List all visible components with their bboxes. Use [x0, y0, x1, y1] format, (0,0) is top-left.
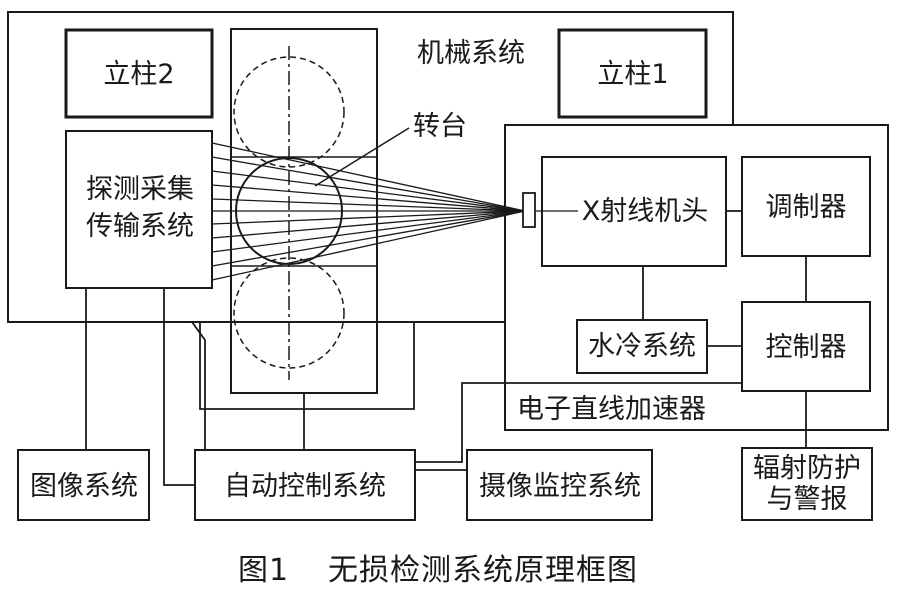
turntable-upper-position — [233, 56, 345, 168]
modulator-label: 调制器 — [766, 192, 847, 223]
camera-monitor-system-label: 摄像监控系统 — [479, 471, 641, 502]
mechanical-to-auto-control-line — [180, 321, 206, 450]
figure-caption-title: 无损检测系统原理框图 — [328, 553, 638, 588]
linac-label: 电子直线加速器 — [517, 394, 706, 425]
xray-collimator — [522, 192, 536, 228]
turntable-leader-line — [314, 127, 410, 187]
detector-to-auto-control-line — [163, 288, 195, 486]
radiation-protection-box — [741, 447, 873, 521]
radiation-label-line1: 辐射防护 — [753, 453, 861, 484]
auto-control-system-label: 自动控制系统 — [224, 471, 386, 502]
water-cooling-label: 水冷系统 — [588, 331, 696, 362]
detector-label-line1: 探测采集 — [86, 174, 194, 205]
detector-transmission-box — [65, 130, 213, 289]
image-system-label: 图像系统 — [30, 471, 138, 502]
connection-lines — [85, 210, 807, 486]
image-system-box — [17, 449, 150, 521]
pillar-1-box — [557, 28, 708, 119]
figure-caption-number: 图1 — [238, 553, 289, 588]
xray-head-label: X射线机头 — [582, 196, 709, 227]
turntable-to-auto-control-line — [199, 322, 415, 410]
mechanical-system-label: 机械系统 — [417, 38, 525, 69]
pillar-2-label: 立柱2 — [103, 59, 174, 90]
turntable-label: 转台 — [413, 111, 467, 142]
radiation-label-line2: 与警报 — [767, 484, 848, 515]
camera-monitor-system-box — [466, 449, 653, 521]
controller-label: 控制器 — [766, 332, 847, 363]
pillar-2-box — [64, 28, 214, 119]
auto-control-to-controller-line — [415, 382, 742, 463]
detector-label-line2: 传输系统 — [86, 211, 194, 242]
pillar-1-label: 立柱1 — [597, 59, 668, 90]
xray-fan-beam — [211, 142, 526, 281]
turntable-lower-position — [233, 257, 345, 369]
mechanical-system-frame — [7, 11, 734, 323]
linac-frame — [504, 124, 889, 431]
